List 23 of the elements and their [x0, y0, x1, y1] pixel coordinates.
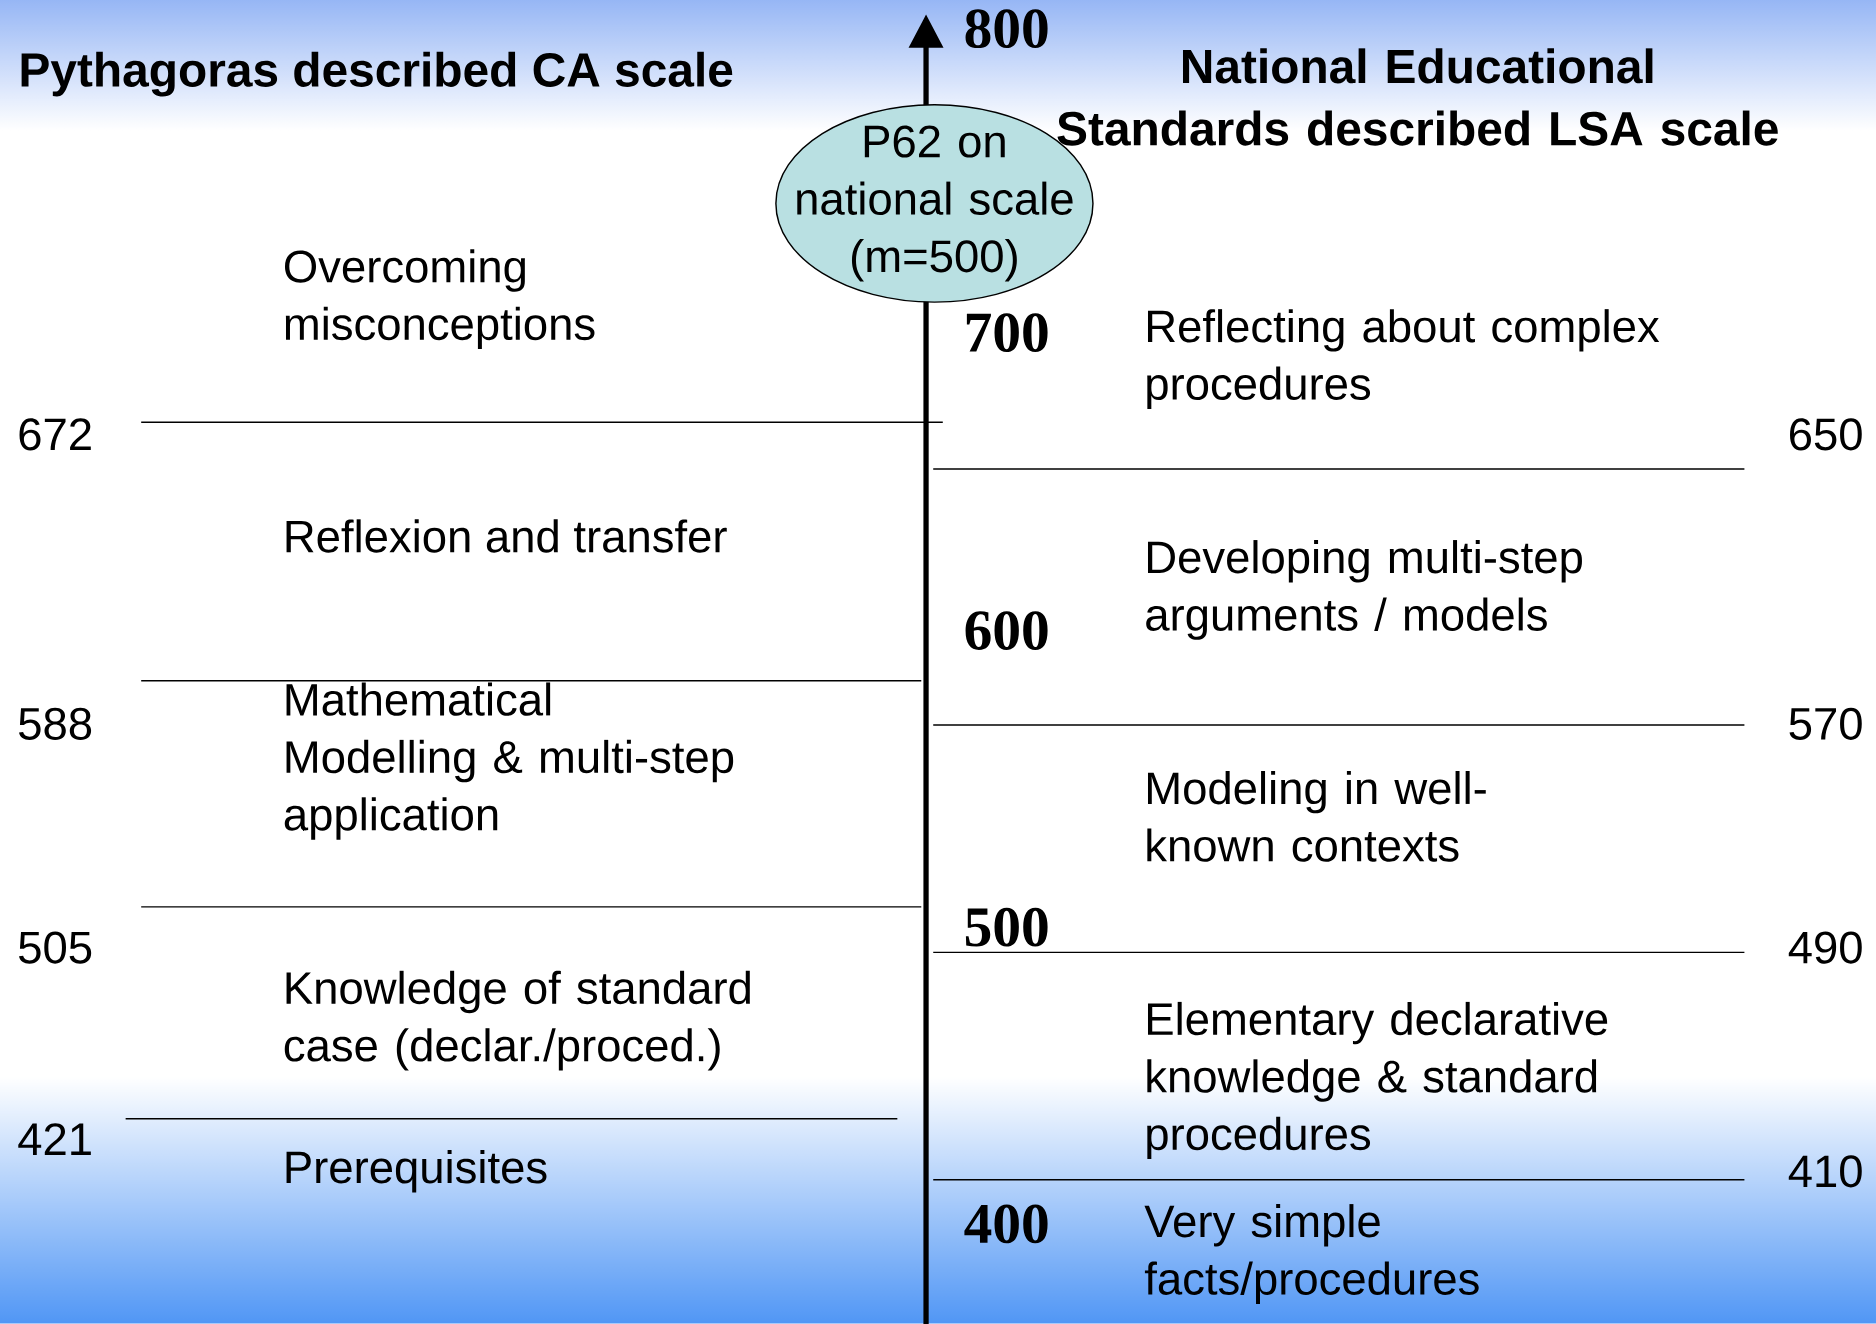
axis-tick-label: 400 [964, 1204, 1048, 1244]
level-description: Modeling in well-known contexts [1147, 770, 1486, 862]
level-description: Knowledge of standard case (declar./proced.) [284, 970, 750, 1071]
level-description: Reflexion and transfer [286, 519, 727, 553]
level-description: Prerequisites [286, 1149, 547, 1193]
level-description: Developing multi-step arguments / models [1146, 539, 1582, 640]
level-description: Elementary declarative knowledge & standard procedures [1147, 1001, 1608, 1159]
level-description: Very simple facts/procedures [1144, 1203, 1479, 1304]
axis-tick-label: 500 [965, 907, 1048, 947]
level-description: Mathematical Modelling & multi-step application [284, 682, 734, 840]
level-description: Reflecting about complex procedures [1147, 308, 1660, 409]
threshold-value: 421 [18, 1122, 91, 1155]
threshold-value: 410 [1788, 1155, 1862, 1188]
level-description: Overcoming misconceptions [285, 249, 595, 349]
threshold-value: 672 [19, 418, 91, 451]
axis-tick-label: 600 [965, 610, 1048, 650]
column-heading: Pythagoras described CA scale [21, 51, 733, 97]
threshold-value: 588 [19, 707, 92, 740]
threshold-value: 570 [1789, 707, 1862, 740]
axis-tick-label: 800 [965, 9, 1048, 48]
threshold-value: 490 [1788, 931, 1862, 964]
threshold-value: 650 [1790, 418, 1862, 451]
threshold-value: 505 [19, 931, 92, 964]
